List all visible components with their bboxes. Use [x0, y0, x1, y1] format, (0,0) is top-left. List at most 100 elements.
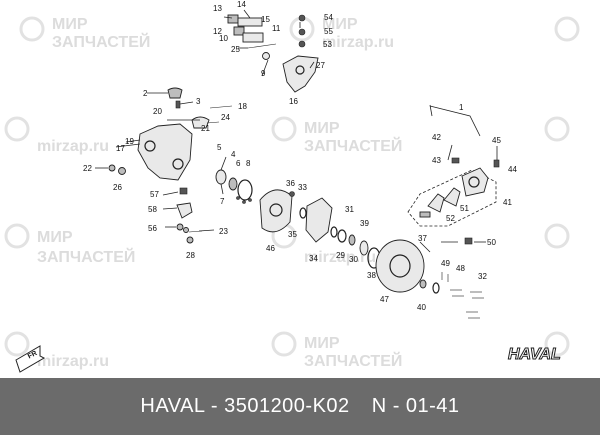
callout-label: 37 [418, 234, 427, 243]
watermark-site: mirzap.ru [304, 249, 376, 266]
watermark-logo-icon [544, 331, 570, 357]
watermark-block: МИР ЗАПЧАСТЕЙ [4, 223, 135, 266]
dust-cap-icon [167, 87, 183, 99]
watermark-block: МИР ЗАПЧАСТЕЙ [271, 116, 402, 155]
callout-label: 11 [272, 24, 281, 33]
exploded-parts-diagram: МИР ЗАПЧАСТЕЙ МИР mirzap.ru mirzap.ru МИ… [4, 0, 580, 373]
callout-label: 43 [432, 156, 441, 165]
callout-label: 54 [324, 13, 333, 22]
arrow-icon [15, 345, 46, 373]
watermark-line1: МИР [52, 16, 88, 33]
lower-control-arm-icon [137, 123, 193, 181]
watermark-block [544, 223, 570, 249]
leader-line [115, 143, 141, 148]
bolt-icon [236, 196, 240, 200]
callout-label: 49 [441, 259, 450, 268]
callout-label: 17 [116, 144, 125, 153]
bolt-icon [289, 191, 295, 197]
bushing-icon [237, 17, 263, 27]
callout-label: 47 [380, 295, 389, 304]
callout-label: 53 [323, 40, 332, 49]
callout-label: 52 [446, 214, 455, 223]
caliper-group [407, 157, 500, 245]
watermark-block: МИР ЗАПЧАСТЕЙ [271, 331, 402, 370]
callout-label: 18 [238, 102, 247, 111]
nut-icon [298, 14, 306, 22]
watermark-block [554, 16, 580, 42]
nut-icon [186, 236, 194, 244]
leader-line [162, 191, 179, 196]
seal-icon [299, 207, 307, 219]
nut-icon [176, 223, 184, 231]
bolt-icon [227, 14, 239, 24]
bolt-icon [493, 159, 500, 168]
nut-icon [298, 28, 306, 36]
watermark-block: mirzap.ru [4, 116, 109, 155]
callout-label: 8 [246, 159, 251, 168]
callout-label: 23 [219, 227, 228, 236]
watermark-block: МИР mirzap.ru [289, 16, 394, 51]
orientation-badge: FR [15, 345, 46, 373]
brake-disc-icon [375, 239, 425, 293]
watermark-logo-icon [4, 223, 30, 249]
callout-label: 32 [478, 272, 487, 281]
callout-label: 13 [213, 4, 222, 13]
pad-clip-icon [419, 211, 431, 218]
watermark-line1: МИР [304, 335, 340, 352]
leader-line [125, 139, 141, 143]
leader-line [429, 104, 433, 117]
callout-label: 34 [309, 254, 318, 263]
leader-line [220, 183, 224, 195]
watermark-logo-icon [271, 331, 297, 357]
callout-label: 25 [231, 45, 240, 54]
brake-pad-icon [443, 187, 461, 207]
watermark-logo-icon [554, 16, 580, 42]
callout-label: 2 [143, 89, 148, 98]
callout-label: 50 [487, 238, 496, 247]
brake-shield-icon [259, 189, 293, 233]
callout-label: 19 [125, 137, 134, 146]
callout-label: 20 [153, 107, 162, 116]
bolt-icon [206, 121, 220, 124]
callout-label: 51 [460, 204, 469, 213]
nut-icon [108, 164, 116, 172]
callout-label: 30 [349, 255, 358, 264]
callout-label: 45 [492, 136, 501, 145]
shaft-icon [247, 43, 277, 49]
callout-label: 29 [336, 251, 345, 260]
hub-group [215, 169, 440, 294]
shield-hole-icon [269, 203, 283, 217]
bearing-icon [337, 229, 347, 243]
bracket-icon [242, 32, 264, 43]
callout-label: 3 [196, 97, 201, 106]
seal-icon [215, 169, 227, 185]
callout-label: 27 [316, 61, 325, 70]
bearing-icon [228, 177, 238, 191]
callout-label: 36 [286, 179, 295, 188]
reference-number-text: N - 01-41 [371, 395, 460, 417]
callout-labels: 1 2 3 4 5 6 7 8 9 10 11 12 13 14 15 16 1… [83, 0, 517, 312]
ball-joint-icon [176, 202, 193, 219]
seal-icon [330, 226, 338, 238]
watermark-line2: ЗАПЧАСТЕЙ [304, 351, 402, 370]
lower-arm-group [108, 87, 233, 244]
studs-group [441, 272, 484, 319]
watermark-block [544, 331, 570, 357]
part-number-text: HAVAL - 3501200-K02 [140, 395, 350, 417]
callout-label: 42 [432, 133, 441, 142]
arm-bushing-icon [172, 158, 184, 170]
bearing-race-icon [237, 179, 253, 201]
leader-line [419, 241, 431, 253]
bolt-icon [179, 187, 188, 195]
callout-label: 46 [266, 244, 275, 253]
callout-label: 55 [324, 27, 333, 36]
watermark-line2: ЗАПЧАСТЕЙ [37, 247, 135, 266]
arm-bushing-icon [144, 140, 156, 152]
callout-label: 38 [367, 271, 376, 280]
brand-logo-text: HAVAL [508, 346, 561, 363]
callout-label: 10 [219, 34, 228, 43]
washer-icon [183, 227, 189, 233]
callout-label: 40 [417, 303, 426, 312]
watermark-logo-icon [4, 331, 30, 357]
